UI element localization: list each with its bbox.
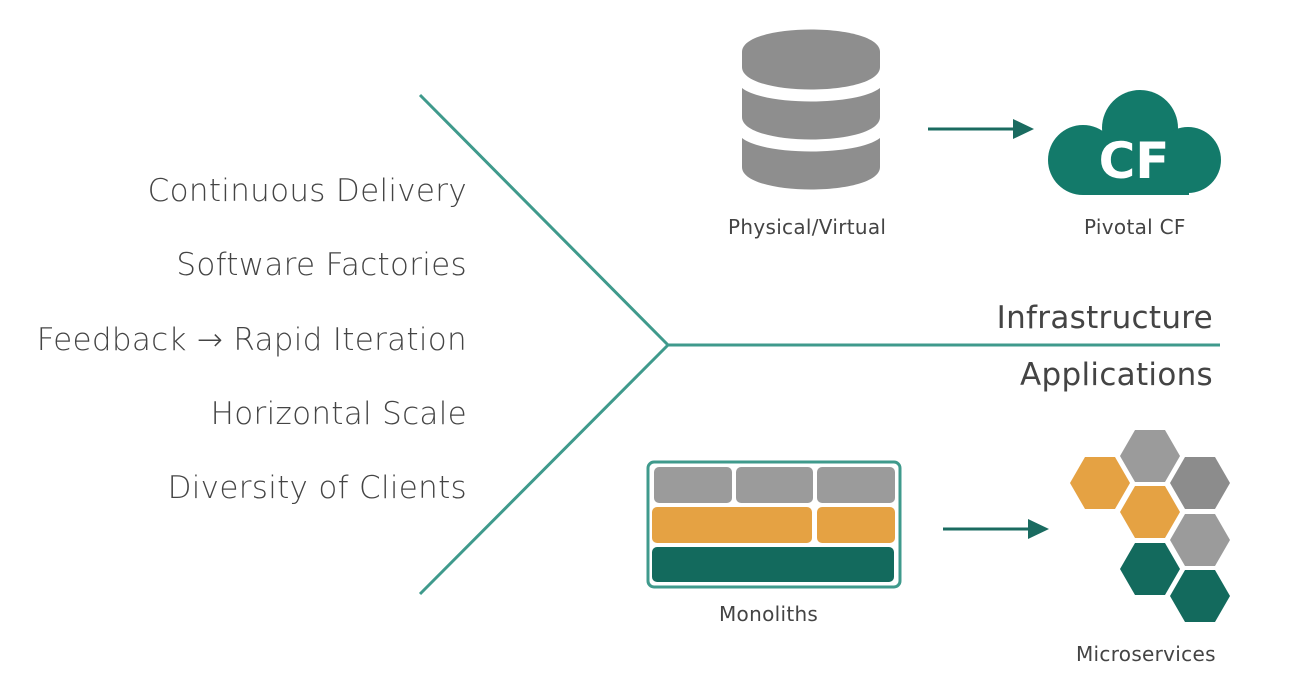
microservice-hex	[1170, 514, 1230, 566]
branch-lower-line	[418, 343, 670, 596]
monoliths-label: Monoliths	[719, 602, 819, 626]
driver-diversity-of-clients: Diversity of Clients	[167, 470, 467, 506]
microservice-hex	[1120, 543, 1180, 595]
monolith-block	[652, 547, 894, 582]
section-applications-label: Applications	[1020, 357, 1213, 393]
infrastructure-arrow	[928, 119, 1034, 139]
microservice-hex	[1120, 486, 1180, 538]
monolith-icon	[646, 460, 902, 589]
database-icon	[742, 29, 880, 190]
branch-lines	[418, 93, 1220, 596]
cloud-foundry-icon	[1048, 90, 1221, 195]
monolith-block	[817, 507, 895, 543]
monolith-block	[654, 467, 732, 503]
driver-software-factories: Software Factories	[176, 247, 467, 283]
microservice-hex	[1070, 457, 1130, 509]
branch-upper-line	[418, 93, 670, 347]
microservices-label: Microservices	[1076, 642, 1216, 666]
microservice-hex	[1170, 457, 1230, 509]
physical-virtual-label: Physical/Virtual	[728, 215, 887, 239]
monolith-block	[817, 467, 895, 503]
driver-feedback-rapid-iteration: Feedback → Rapid Iteration	[36, 322, 467, 358]
microservice-hex	[1170, 570, 1230, 622]
microservices-icon	[1070, 430, 1230, 622]
section-infrastructure-label: Infrastructure	[996, 300, 1213, 336]
pivotal-cf-label: Pivotal CF	[1084, 215, 1186, 239]
microservice-hex	[1120, 430, 1180, 482]
monolith-block	[736, 467, 813, 503]
monolith-block	[652, 507, 812, 543]
cloud-foundry-label: CF	[1099, 132, 1170, 190]
driver-horizontal-scale: Horizontal Scale	[210, 396, 467, 432]
driver-continuous-delivery: Continuous Delivery	[147, 173, 467, 209]
applications-arrow	[943, 519, 1049, 539]
